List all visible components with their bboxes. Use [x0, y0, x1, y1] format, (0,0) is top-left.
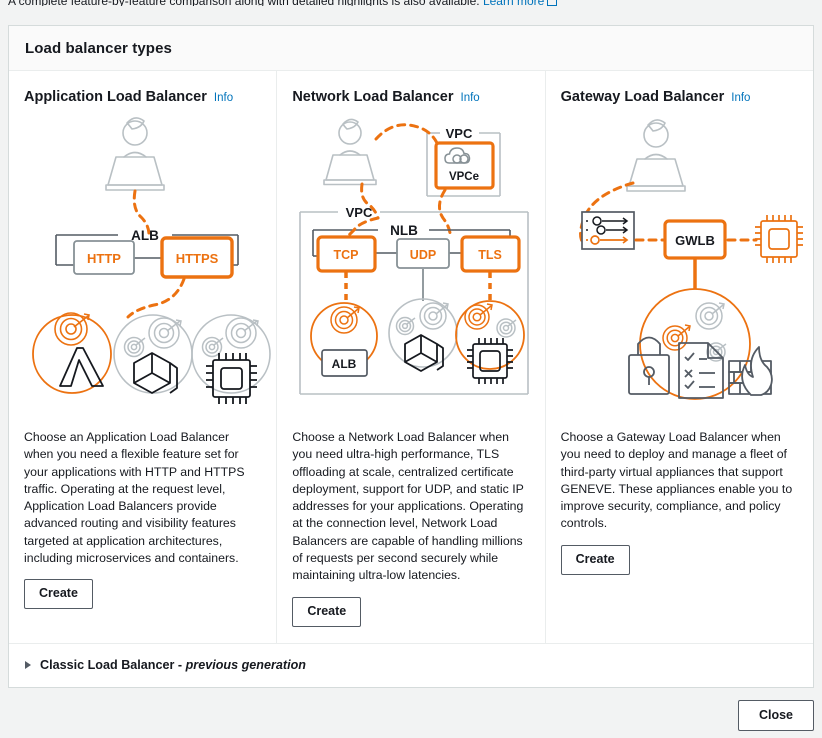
card-network-load-balancer: Network Load Balancer Info: [276, 71, 544, 643]
vpce-label: VPCe: [449, 171, 479, 183]
card-title: Network Load Balancer: [292, 89, 454, 105]
nlb-label: NLB: [390, 223, 418, 238]
close-button[interactable]: Close: [737, 700, 814, 731]
classic-load-balancer-expander[interactable]: Classic Load Balancer - previous generat…: [9, 642, 813, 687]
cloud-icon: [444, 147, 471, 164]
caret-right-icon: [25, 660, 31, 669]
card-title: Gateway Load Balancer: [560, 89, 725, 105]
card-application-load-balancer: Application Load Balancer Info: [9, 71, 276, 643]
info-link[interactable]: Info: [731, 92, 751, 104]
vpc-main-label: VPC: [346, 205, 373, 220]
learn-more-link[interactable]: Learn more: [483, 0, 544, 6]
container-icon: [133, 352, 178, 394]
create-application-load-balancer-button[interactable]: Create: [24, 579, 93, 610]
gwlb-label: GWLB: [675, 233, 715, 248]
container-icon: [404, 334, 445, 372]
info-link[interactable]: Info: [460, 92, 480, 104]
create-network-load-balancer-button[interactable]: Create: [292, 596, 362, 627]
policy-document-icon: [677, 342, 724, 399]
card-header: Network Load Balancer Info: [292, 89, 529, 105]
comparison-note-text: A complete feature-by-feature comparison…: [8, 0, 480, 6]
card-description: Choose an Application Load Balancer when…: [24, 430, 245, 566]
comparison-note: A complete feature-by-feature comparison…: [8, 0, 814, 6]
listener-udp-label: UDP: [410, 248, 436, 262]
nlb-architecture-diagram: VPC VPCe: [292, 111, 530, 429]
listener-https-label: HTTPS: [176, 251, 219, 266]
instance-chip-icon: [206, 353, 257, 404]
expander-label: Classic Load Balancer - previous generat…: [40, 658, 306, 672]
card-description: Choose a Gateway Load Balancer when you …: [560, 430, 793, 531]
listener-tcp-label: TCP: [334, 248, 359, 262]
listener-tls-label: TLS: [479, 248, 503, 262]
instance-chip-icon: [467, 338, 514, 384]
create-gateway-load-balancer-button[interactable]: Create: [560, 544, 630, 575]
vpc-top-label: VPC: [446, 126, 473, 141]
card-header: Gateway Load Balancer Info: [561, 89, 798, 105]
lock-icon: [627, 336, 670, 395]
card-header: Application Load Balancer Info: [24, 89, 261, 105]
card-title: Application Load Balancer: [24, 89, 207, 105]
card-description: Choose a Network Load Balancer when you …: [292, 430, 524, 583]
listener-http-label: HTTP: [87, 251, 121, 266]
expander-label-emphasis: previous generation: [185, 657, 306, 672]
info-link[interactable]: Info: [213, 92, 234, 104]
alb-label: ALB: [131, 228, 159, 243]
load-balancer-types-panel: Load balancer types Application Load Bal…: [8, 25, 814, 688]
expander-label-text: Classic Load Balancer -: [40, 657, 186, 672]
card-gateway-load-balancer: Gateway Load Balancer Info: [544, 71, 813, 643]
dialog-footer: Close: [8, 700, 814, 731]
load-balancer-card-list: Application Load Balancer Info: [9, 71, 813, 643]
instance-chip-icon: [754, 215, 803, 263]
panel-header: Load balancer types: [9, 26, 813, 71]
gwlb-architecture-diagram: GWLB: [561, 111, 803, 429]
lambda-icon: [59, 347, 104, 387]
alb-architecture-diagram: ALB HTTP HTTPS: [24, 111, 271, 429]
page-title: Load balancer types: [25, 40, 172, 57]
external-link-icon: [547, 0, 558, 6]
target-alb-label: ALB: [332, 357, 357, 371]
